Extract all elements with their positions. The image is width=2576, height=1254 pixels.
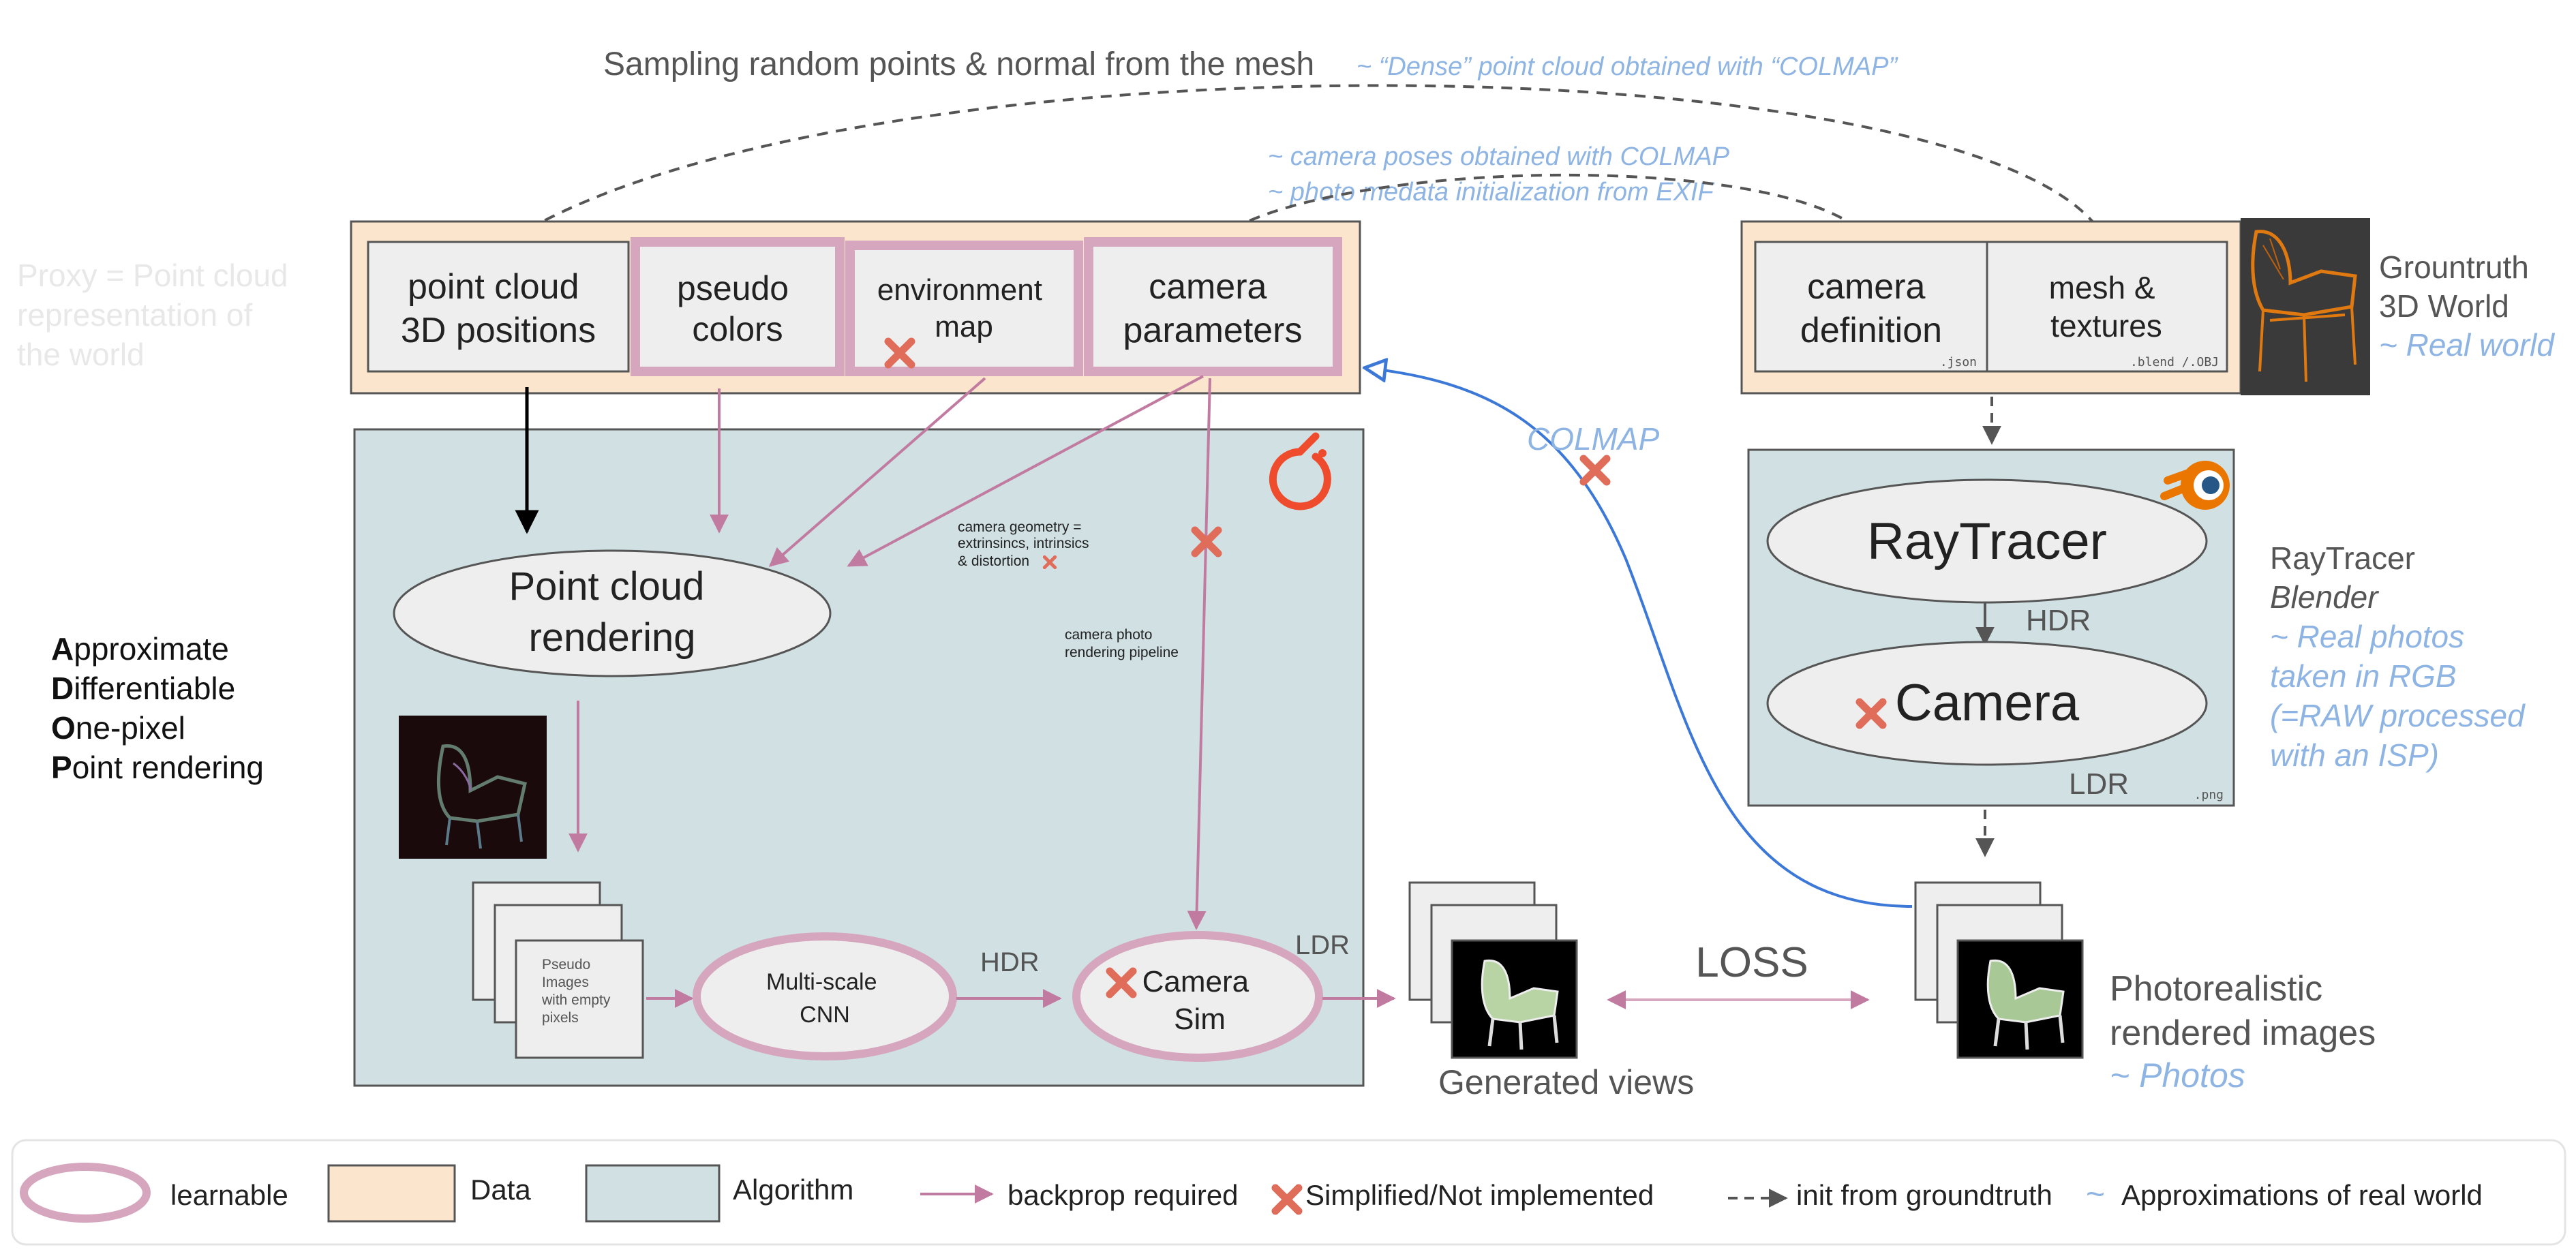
camera-definition-box bbox=[1754, 241, 1988, 373]
camera-sim-node bbox=[1072, 931, 1323, 1062]
generated-view-front bbox=[1451, 939, 1578, 1059]
camera-geometry-arrow bbox=[847, 375, 1204, 567]
raytracer-side-approx: ~ Real photos taken in RGB (=RAW process… bbox=[2270, 619, 2533, 773]
photorealistic-title: Photorealistic rendered images bbox=[2110, 969, 2376, 1053]
pytorch-logo-icon bbox=[1269, 432, 1331, 510]
pseudo-colors-box bbox=[631, 237, 845, 376]
adop-label: Approximate Differentiable One-pixel Poi… bbox=[51, 631, 264, 785]
colmap-label: COLMAP bbox=[1527, 421, 1660, 457]
algorithm-hdr-label: HDR bbox=[980, 947, 1040, 977]
wireframe-chair-thumbnail bbox=[2241, 218, 2370, 395]
camera-geometry-note: camera geometry = extrinsincs, intrinsic… bbox=[958, 519, 1093, 569]
generated-views-label: Generated views bbox=[1438, 1063, 1694, 1101]
photo-metadata-approx-note: ~ photo medata initialization from EXIF bbox=[1268, 178, 1715, 207]
raytracer-node bbox=[1766, 478, 2208, 604]
raytracer-camera-label: Camera bbox=[1895, 674, 2080, 732]
camera-photo-arrow bbox=[1187, 378, 1211, 930]
point-cloud-label: point cloud 3D positions bbox=[401, 267, 596, 350]
environment-map-arrow bbox=[768, 377, 986, 567]
loss-label: LOSS bbox=[1695, 939, 1808, 986]
legend-algorithm-label: Algorithm bbox=[733, 1174, 853, 1206]
point-cloud-render-thumbnail bbox=[399, 716, 547, 859]
colmap-cross-icon bbox=[1584, 459, 1607, 482]
raytracer-label: RayTracer bbox=[1867, 513, 2107, 570]
pseudo-images-label: Pseudo Images with empty pixels bbox=[541, 957, 614, 1026]
dense-approx-note: ~ “Dense” point cloud obtained with “COL… bbox=[1357, 52, 1898, 81]
camera-photo-note: camera photo rendering pipeline bbox=[1065, 627, 1179, 660]
camera-parameters-label: camera parameters bbox=[1123, 267, 1303, 350]
sampling-note: Sampling random points & normal from the… bbox=[603, 46, 1314, 82]
multiscale-cnn-node bbox=[693, 932, 957, 1060]
algorithm-ldr-label: LDR bbox=[1295, 930, 1350, 960]
photorealistic-approx: ~ Photos bbox=[2110, 1056, 2245, 1095]
legend-approx-symbol: ~ bbox=[2086, 1176, 2105, 1212]
point-cloud-box bbox=[367, 241, 630, 373]
camera-sim-label: Camera Sim bbox=[1142, 965, 1258, 1036]
groundtruth-approx: ~ Real world bbox=[2379, 327, 2555, 363]
raytracer-ext: .png bbox=[2194, 788, 2224, 802]
raytracer-side-subtitle: Blender bbox=[2270, 579, 2379, 615]
raytracer-ldr-label: LDR bbox=[2069, 767, 2129, 801]
legend-data-swatch bbox=[327, 1164, 456, 1223]
camera-dashed-arc bbox=[1215, 173, 1873, 243]
pseudo-image-front bbox=[515, 939, 644, 1059]
groundtruth-title: Grountruth 3D World bbox=[2379, 249, 2538, 324]
mesh-textures-label: mesh & textures bbox=[2049, 270, 2164, 343]
legend-learnable-swatch bbox=[20, 1163, 151, 1223]
point-cloud-rendering-label: Point cloud rendering bbox=[509, 564, 715, 660]
legend-learnable-label: learnable bbox=[170, 1179, 288, 1211]
camera-poses-approx-note: ~ camera poses obtained with COLMAP bbox=[1268, 142, 1730, 171]
raytracer-hdr-label: HDR bbox=[2026, 604, 2091, 637]
mesh-textures-ext: .blend /.OBJ bbox=[2130, 355, 2219, 369]
colmap-arrow bbox=[1367, 368, 1913, 908]
camera-definition-label: camera definition bbox=[1800, 267, 1942, 350]
photo-front bbox=[1956, 939, 2084, 1059]
camera-parameters-box bbox=[1084, 237, 1342, 376]
legend-init-label: init from groundtruth bbox=[1796, 1179, 2052, 1211]
blender-logo-icon bbox=[2160, 461, 2230, 510]
proxy-note: Proxy = Point cloud representation of th… bbox=[17, 258, 297, 372]
pseudo-colors-label: pseudo colors bbox=[677, 269, 798, 348]
environment-map-label: environment map bbox=[877, 273, 1050, 343]
environment-map-box bbox=[845, 241, 1083, 376]
mesh-textures-box bbox=[1986, 241, 2228, 373]
legend-simplified-label: Simplified/Not implemented bbox=[1305, 1179, 1654, 1211]
multiscale-cnn-label: Multi-scale CNN bbox=[766, 969, 883, 1028]
legend-backprop-label: backprop required bbox=[1007, 1179, 1239, 1211]
legend-approx-label: Approximations of real world bbox=[2121, 1179, 2483, 1211]
camera-definition-ext: .json bbox=[1940, 355, 1977, 369]
point-cloud-rendering-node bbox=[393, 549, 832, 677]
legend-data-label: Data bbox=[470, 1174, 531, 1206]
raytracer-camera-node bbox=[1766, 641, 2208, 766]
raytracer-side-title: RayTracer bbox=[2270, 540, 2415, 576]
sampling-dashed-arc bbox=[511, 84, 2108, 243]
legend-algorithm-swatch bbox=[585, 1164, 721, 1223]
